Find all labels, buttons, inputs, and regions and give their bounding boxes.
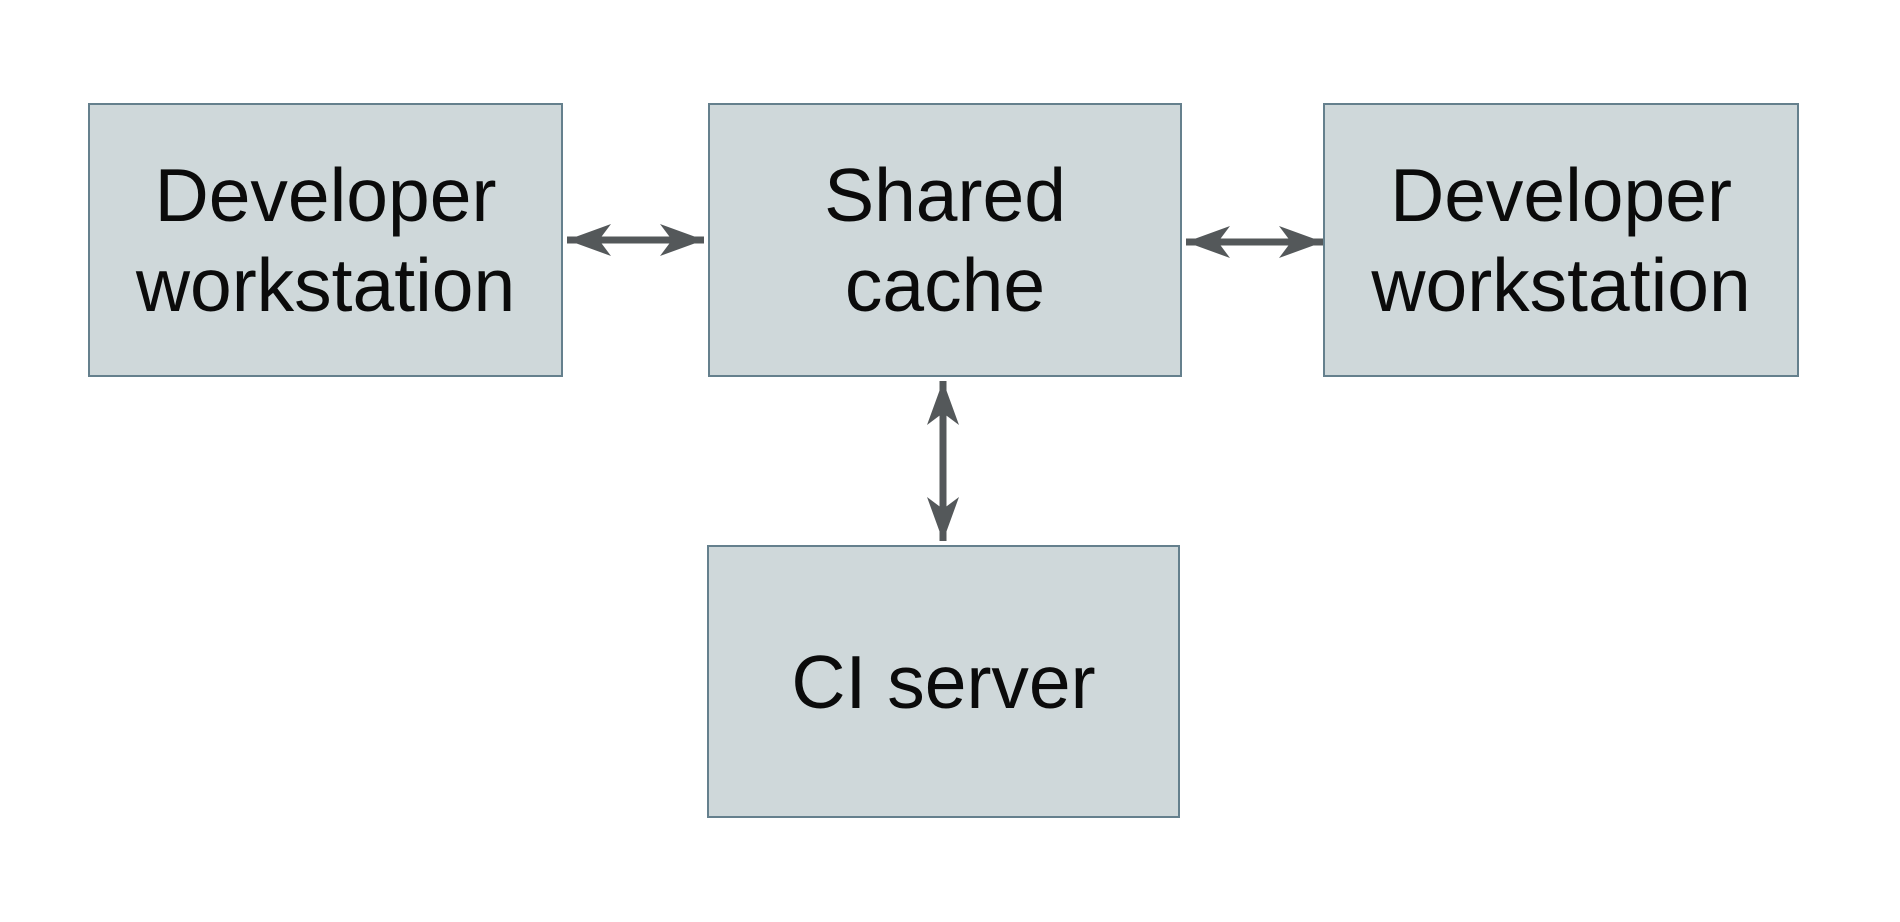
node-developer-workstation-right: Developer workstation — [1323, 103, 1799, 377]
node-ci-server: CI server — [707, 545, 1180, 818]
node-shared-cache: Shared cache — [708, 103, 1182, 377]
node-label: CI server — [791, 639, 1096, 724]
node-developer-workstation-left: Developer workstation — [88, 103, 563, 377]
node-label: Shared cache — [824, 153, 1066, 327]
node-label: Developer workstation — [1371, 153, 1751, 327]
node-label: Developer workstation — [135, 153, 516, 327]
